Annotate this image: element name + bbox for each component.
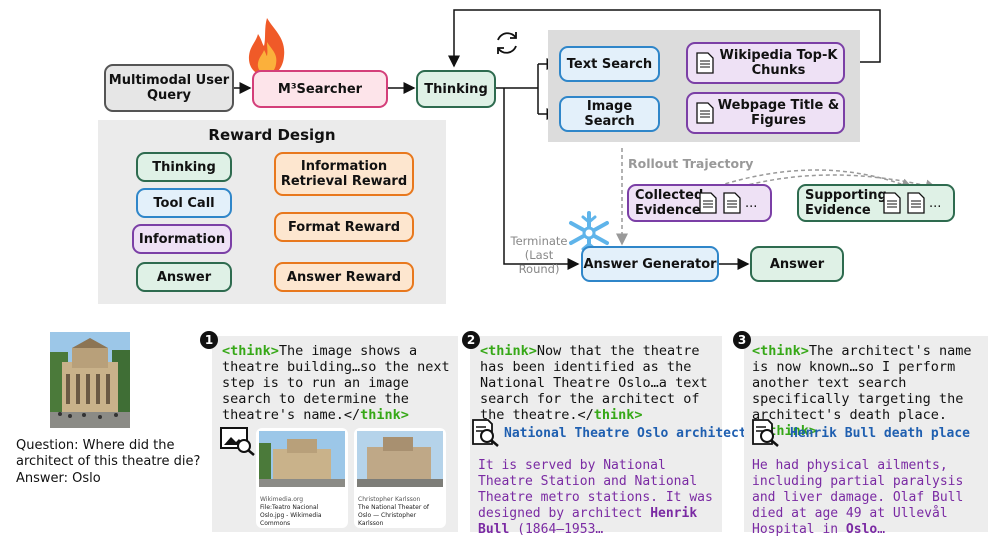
format-reward: Format Reward	[274, 212, 414, 242]
image-search-node: Image Search	[559, 96, 660, 132]
result-bold: Oslo	[845, 522, 878, 537]
user-query-node: Multimodal User Query	[104, 64, 234, 112]
think-open-tag: <think>	[752, 343, 809, 359]
thinking-node: Thinking	[416, 70, 496, 108]
step-2-number: 2	[462, 331, 480, 349]
step-2-result: It is served by National Theatre Station…	[478, 458, 718, 538]
collected-evidence-label: Collected Evidence	[635, 188, 704, 218]
step-2-query: National Theatre Oslo architect	[504, 426, 747, 441]
document-icon	[696, 52, 714, 74]
webpage-figures-node: Webpage Title & Figures	[686, 92, 845, 134]
supporting-evidence-label: Supporting Evidence	[805, 188, 887, 218]
flame-icon	[248, 18, 285, 76]
answer-node: Answer	[750, 246, 844, 282]
answer-generator-node: Answer Generator	[581, 246, 719, 282]
wiki-chunks-label: Wikipedia Top-K Chunks	[719, 48, 838, 78]
reward-design-title: Reward Design	[208, 126, 336, 144]
reward-information: Information	[132, 224, 232, 254]
supporting-evidence-node: Supporting Evidence ...	[797, 184, 955, 222]
image-result-card[interactable]: Christopher Karlsson The National Theate…	[354, 428, 446, 528]
image-result-card[interactable]: Wikimedia.org File:Teatro Nacional Oslo.…	[256, 428, 348, 528]
answer-text: Answer: Oslo	[16, 471, 101, 486]
ellipsis: ...	[745, 195, 758, 211]
collected-evidence-node: Collected Evidence ...	[627, 184, 772, 222]
step-2-panel	[470, 336, 722, 532]
result-pre: It is served by National Theatre Station…	[478, 458, 713, 521]
searcher-node: M³Searcher	[252, 70, 388, 108]
result-source: Christopher Karlsson	[358, 496, 421, 503]
image-search-icon	[220, 427, 255, 456]
reward-answer: Answer	[136, 262, 232, 292]
terminate-label: Terminate (Last Round)	[510, 234, 568, 276]
step-2-think: <think>Now that the theatre has been ide…	[480, 343, 716, 423]
document-icon	[699, 192, 717, 214]
result-thumbnail	[259, 431, 345, 487]
step-3-think: <think>The architect's name is now known…	[752, 343, 984, 439]
result-post: …	[877, 522, 886, 537]
reward-thinking: Thinking	[136, 152, 232, 182]
webpage-figures-label: Webpage Title & Figures	[717, 98, 840, 128]
step-3-panel	[744, 336, 988, 532]
step-3-result: He had physical ailments, including part…	[752, 458, 984, 538]
result-thumbnail	[357, 431, 443, 487]
result-title: The National Theater of Oslo — Christoph…	[358, 504, 430, 527]
document-icon	[883, 192, 901, 214]
rollout-trajectory-label: Rollout Trajectory	[628, 156, 754, 171]
text-search-icon	[752, 419, 779, 447]
think-body: The image shows a theatre building…so th…	[222, 343, 450, 423]
theatre-photo	[50, 332, 130, 428]
document-icon	[696, 102, 714, 124]
document-icon	[907, 192, 925, 214]
wiki-chunks-node: Wikipedia Top-K Chunks	[686, 42, 845, 84]
think-open-tag: <think>	[222, 343, 279, 359]
document-icon	[723, 192, 741, 214]
cycle-icon	[497, 32, 517, 54]
result-bold: Henrik Bull	[478, 506, 698, 537]
step-3-query: Henrik Bull death place	[790, 426, 971, 441]
text-search-node: Text Search	[559, 46, 660, 82]
think-close-tag: think>	[360, 407, 409, 423]
answer-reward: Answer Reward	[274, 262, 414, 292]
result-source: Wikimedia.org	[260, 496, 304, 503]
think-close-tag: think>	[768, 423, 818, 439]
step-1-think: <think>The image shows a theatre buildin…	[222, 343, 454, 423]
result-title: File:Teatro Nacional Oslo.jpg - Wikimedi…	[260, 504, 322, 527]
step-1-number: 1	[200, 331, 218, 349]
think-open-tag: <think>	[480, 343, 537, 359]
info-retrieval-reward: Information Retrieval Reward	[274, 152, 414, 196]
result-pre: He had physical ailments, including part…	[752, 458, 964, 537]
text-search-icon	[472, 419, 499, 447]
question-text: Question: Where did the architect of thi…	[16, 438, 201, 469]
result-post: (1864–1953…	[509, 522, 604, 537]
step-3-number: 3	[733, 331, 751, 349]
think-body: Now that the theatre has been identified…	[480, 343, 708, 423]
reward-tool-call: Tool Call	[136, 188, 232, 218]
think-close-tag: think>	[593, 407, 643, 423]
ellipsis: ...	[929, 195, 942, 211]
